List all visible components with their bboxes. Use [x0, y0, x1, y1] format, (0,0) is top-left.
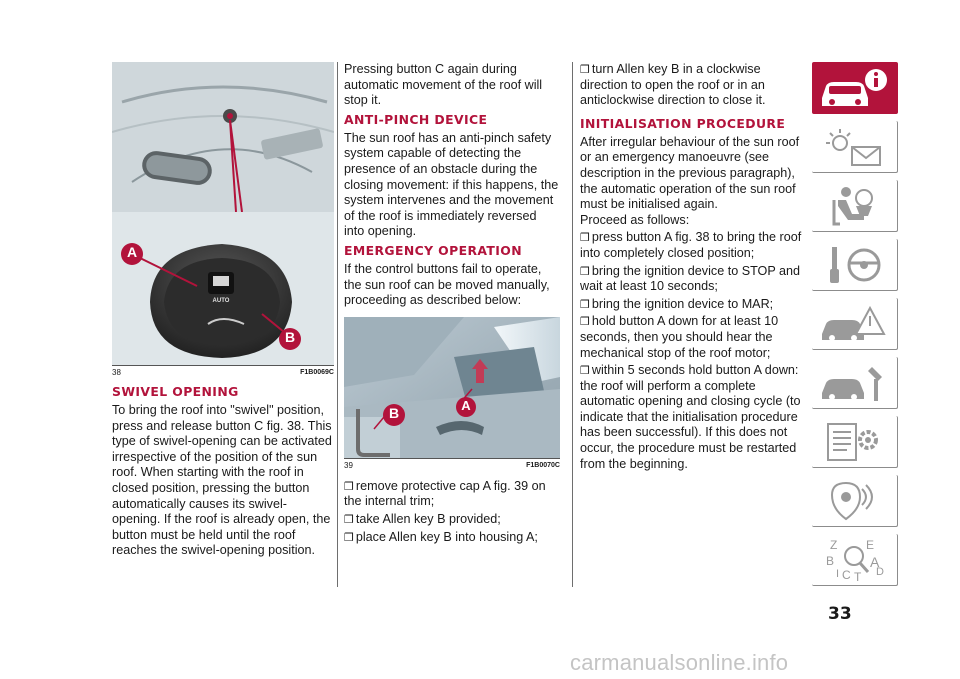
- tab-maintenance[interactable]: [812, 357, 898, 409]
- auto-button-label: AUTO: [212, 298, 230, 304]
- bullet-item: ❒place Allen key B into housing A;: [344, 530, 560, 546]
- figure-39-code: F1B0070C: [526, 461, 560, 469]
- bullet-item: ❒bring the ignition device to STOP and w…: [580, 264, 802, 295]
- swivel-text: To bring the roof into "swivel" position…: [112, 403, 332, 558]
- index-letter: B: [826, 554, 835, 568]
- antipinch-text: The sun roof has an anti-pinch safety sy…: [344, 130, 559, 239]
- emergency-car-icon: [822, 305, 886, 341]
- bullet-box-icon: ❒: [580, 63, 590, 76]
- tab-vehicle-knowledge[interactable]: [812, 62, 898, 114]
- bullet-box-icon: ❒: [344, 530, 354, 544]
- figure-38: A B AUTO: [112, 62, 334, 366]
- bullet-item: ❒bring the ignition device to MAR;: [580, 297, 802, 313]
- proceed-text: Proceed as follows:: [580, 212, 690, 227]
- watermark: carmanualsonline.info: [570, 650, 789, 675]
- emergency-text: If the control buttons fail to operate, …: [344, 261, 550, 308]
- lights-warning-icon: [826, 129, 881, 166]
- bullet-item: ❒within 5 seconds hold button A down: th…: [580, 363, 802, 472]
- figure-38-label-a: A: [126, 244, 138, 260]
- antipinch-heading: ANTI-PINCH DEVICE: [344, 111, 488, 127]
- bullet-item: ❒remove protective cap A fig. 39 on the …: [344, 479, 560, 510]
- stop-text: Pressing button C again during automatic…: [344, 62, 543, 108]
- tab-emergency[interactable]: [812, 298, 898, 350]
- bullet-box-icon: ❒: [580, 315, 590, 329]
- bullet-box-icon: ❒: [344, 512, 354, 526]
- car-info-icon: [822, 69, 887, 106]
- page-number: 33: [828, 604, 852, 624]
- bullet-box-icon: ❒: [344, 479, 354, 493]
- figure-39-illustration: [344, 316, 560, 458]
- column-2: Pressing button C again during automatic…: [344, 62, 560, 545]
- tab-index[interactable]: Z E B A C D T I: [812, 534, 898, 586]
- bullet-box-icon: ❒: [580, 231, 590, 245]
- figure-39: A B: [344, 316, 560, 459]
- multimedia-icon: [830, 481, 873, 521]
- technical-data-icon: [827, 423, 878, 461]
- tab-warning-lights[interactable]: [812, 121, 898, 173]
- figure-39-caption: 39 F1B0070C: [344, 461, 560, 471]
- key-steering-icon: [830, 247, 881, 283]
- bullet-item: ❒take Allen key B provided;: [344, 512, 560, 528]
- bullet-text: turn Allen key B in a clockwise directio…: [580, 62, 766, 108]
- bullet-text: place Allen key B into housing A;: [355, 529, 538, 544]
- tab-multimedia[interactable]: [812, 475, 898, 527]
- bullet-text: press button A fig. 38 to bring the roof…: [580, 230, 802, 260]
- tab-starting-driving[interactable]: [812, 239, 898, 291]
- bullet-item: ❒hold button A down for at least 10 seco…: [580, 314, 802, 361]
- tab-technical-data[interactable]: [812, 416, 898, 468]
- figure-39-label-b: B: [388, 404, 400, 421]
- bullet-item: ❒turn Allen key B in a clockwise directi…: [580, 62, 802, 109]
- figure-38-code: F1B0069C: [300, 369, 334, 376]
- figure-39-label-a: A: [461, 397, 471, 413]
- figure-38-label-b: B: [284, 329, 296, 345]
- figure-38-number: 38: [112, 368, 121, 377]
- alphabetical-index-icon: [844, 546, 870, 573]
- seat-airbag-icon: [832, 187, 873, 226]
- bullet-box-icon: ❒: [580, 364, 590, 378]
- tab-safety[interactable]: [812, 180, 898, 232]
- emergency-heading: EMERGENCY OPERATION: [344, 242, 522, 258]
- index-letter: E: [866, 538, 875, 552]
- index-tabs: Z E B A C D T I: [812, 62, 898, 593]
- bullet-text: bring the ignition device to MAR;: [591, 296, 774, 311]
- init-text: After irregular behaviour of the sun roo…: [580, 134, 800, 212]
- bullet-box-icon: ❒: [580, 297, 590, 311]
- column-divider-2: [572, 62, 573, 587]
- index-letter: Z: [830, 538, 838, 552]
- column-1: A B AUTO 38 F1B0069C SWIVEL OPENING To b…: [112, 62, 334, 559]
- index-letter: D: [876, 566, 884, 578]
- figure-39-number: 39: [344, 460, 353, 470]
- car-maintenance-icon: [822, 367, 882, 401]
- bullet-text: bring the ignition device to STOP and wa…: [580, 263, 801, 294]
- figure-38-illustration: [112, 62, 334, 365]
- init-heading: INITIALISATION PROCEDURE: [580, 115, 786, 131]
- index-letter: C: [842, 568, 851, 582]
- bullet-text: remove protective cap A fig. 39 on the i…: [344, 478, 546, 509]
- bullet-box-icon: ❒: [580, 264, 590, 278]
- index-letter: T: [854, 570, 862, 584]
- column-3: ❒turn Allen key B in a clockwise directi…: [580, 62, 802, 472]
- bullet-item: ❒press button A fig. 38 to bring the roo…: [580, 230, 802, 261]
- bullet-text: within 5 seconds hold button A down: the…: [580, 363, 801, 471]
- index-letter: I: [836, 568, 840, 580]
- index-letter: A: [870, 554, 880, 570]
- figure-38-caption: 38 F1B0069C: [112, 368, 334, 378]
- bullet-text: hold button A down for at least 10 secon…: [580, 314, 779, 360]
- column-divider-1: [337, 62, 338, 587]
- bullet-text: take Allen key B provided;: [355, 511, 501, 526]
- swivel-heading: SWIVEL OPENING: [112, 384, 239, 399]
